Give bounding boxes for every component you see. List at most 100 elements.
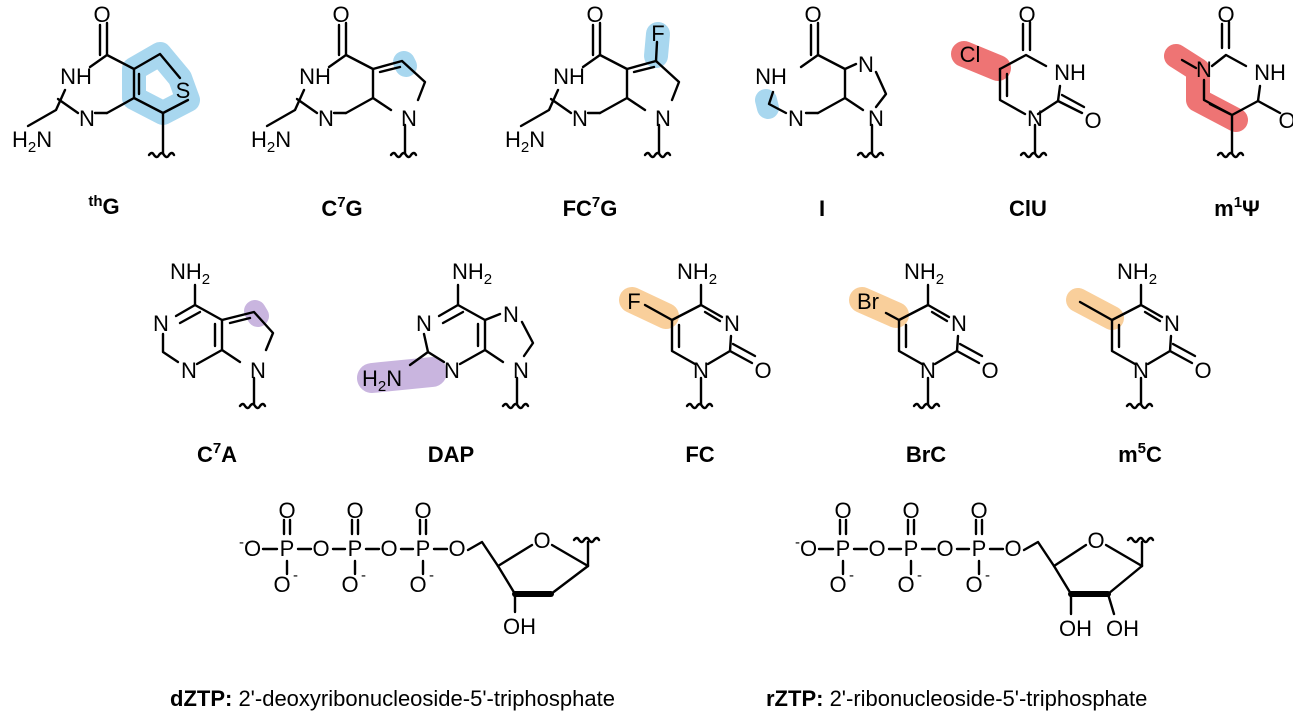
atom-nh2: NH2: [170, 259, 210, 288]
atom-o-ring: O: [1087, 528, 1104, 553]
atom-o1-top: O: [278, 498, 295, 523]
atom-n1: N: [920, 358, 936, 383]
atom-n: N: [788, 106, 804, 131]
atom-o2-neg: -: [361, 567, 366, 584]
atom-p3: P: [972, 536, 987, 561]
atom-n9: N: [655, 106, 671, 131]
atom-o2: O: [981, 358, 998, 383]
atom-nh2: NH2: [904, 259, 944, 288]
atom-n3: N: [951, 311, 967, 336]
atom-n7: N: [503, 302, 519, 327]
atom-n3: N: [724, 311, 740, 336]
label-i: I: [819, 196, 825, 221]
atom-o1-bottom: O: [829, 572, 846, 597]
atom-n3: N: [181, 358, 197, 383]
atom-n3: N: [444, 358, 460, 383]
structure-dztp: -O P O O - O P O O - O P O O - O: [170, 498, 615, 711]
atom-o3-neg: -: [429, 567, 434, 584]
atom-o: O: [1018, 2, 1035, 27]
atom-h2n: H2N: [505, 127, 545, 156]
atom-n9: N: [868, 106, 884, 131]
atom-o1-top: O: [834, 498, 851, 523]
atom-nh2: NH2: [677, 259, 717, 288]
structure-rztp: -O P O O - O P O O - O P O O - O: [766, 498, 1155, 711]
atom-oh3: OH: [1059, 616, 1092, 641]
atom-o: O: [1217, 2, 1234, 27]
structure-brc: NH2 Br N N O BrC: [849, 259, 999, 467]
atom-o-bridge2: O: [380, 536, 397, 561]
atom-o4: O: [1278, 108, 1293, 133]
label-brc: BrC: [906, 442, 946, 467]
atom-o3-top: O: [414, 498, 431, 523]
atom-n9: N: [513, 358, 529, 383]
atom-o-bridge1: O: [868, 536, 885, 561]
atom-n: N: [79, 106, 95, 131]
structure-dap: NH2 N N N N H2N DAP: [357, 259, 535, 467]
atom-o: O: [804, 2, 821, 27]
atom-h2n: H2N: [12, 127, 52, 156]
label-c7a: C7A: [197, 440, 237, 467]
atom-nh: NH: [553, 64, 585, 89]
atom-n1: N: [416, 311, 432, 336]
atom-o: O: [93, 2, 110, 27]
atom-o2-bottom: O: [897, 572, 914, 597]
atom-nh: NH: [755, 64, 787, 89]
atom-o1-bottom: O: [273, 572, 290, 597]
atom-n: N: [318, 106, 334, 131]
atom-o-bridge2: O: [936, 536, 953, 561]
label-dap: DAP: [428, 442, 474, 467]
atom-n9: N: [250, 358, 266, 383]
label-fc7g: FC7G: [563, 194, 618, 221]
atom-p1: P: [280, 536, 295, 561]
atom-h2n: H2N: [251, 127, 291, 156]
atom-oh3: OH: [503, 614, 536, 639]
highlight-br: [849, 287, 909, 328]
atom-o-neg: -O: [239, 534, 261, 561]
atom-nh2: NH2: [1117, 259, 1157, 288]
atom-n: N: [572, 106, 588, 131]
atom-o2: O: [1084, 108, 1101, 133]
label-m5c: m5C: [1118, 440, 1162, 467]
atom-o-neg: -O: [795, 534, 817, 561]
label-c7g: C7G: [321, 194, 362, 221]
atom-p2: P: [904, 536, 919, 561]
atom-o1-neg: -: [293, 567, 298, 584]
atom-o3-neg: -: [985, 567, 990, 584]
atom-o-ring: O: [533, 528, 550, 553]
atom-o3-bottom: O: [409, 572, 426, 597]
atom-o5: O: [448, 536, 465, 561]
atom-p2: P: [348, 536, 363, 561]
atom-n1: N: [153, 311, 169, 336]
label-clu: ClU: [1009, 196, 1047, 221]
atom-o2-bottom: O: [341, 572, 358, 597]
atom-o5: O: [1004, 536, 1021, 561]
atom-o2-neg: -: [917, 567, 922, 584]
atom-h2n: H2N: [362, 366, 402, 395]
atom-o: O: [332, 2, 349, 27]
label-thg: thG: [88, 193, 119, 219]
highlight-cl: [951, 41, 1011, 81]
atom-n1: N: [693, 358, 709, 383]
atom-f: F: [627, 289, 640, 314]
highlight-c2: [755, 89, 779, 119]
structure-c7a: NH2 N N N C7A: [153, 259, 275, 467]
structure-clu: O NH N O Cl ClU: [951, 2, 1102, 221]
atom-o2-top: O: [902, 498, 919, 523]
structure-fc: NH2 F N N O FC: [619, 259, 772, 467]
label-fc: FC: [685, 442, 714, 467]
structure-m5c: NH2 N N O m5C: [1066, 259, 1212, 467]
structure-m1psi: O N NH O m1Ψ: [1164, 2, 1293, 221]
atom-p3: P: [416, 536, 431, 561]
atom-o3-top: O: [970, 498, 987, 523]
atom-o2: O: [1194, 358, 1211, 383]
caption-rztp: rZTP: 2'-ribonucleoside-5'-triphosphate: [766, 686, 1147, 711]
caption-dztp: dZTP: 2'-deoxyribonucleoside-5'-triphosp…: [170, 686, 615, 711]
atom-n7: N: [858, 52, 874, 77]
atom-n3: N: [1164, 311, 1180, 336]
structure-c7g: O NH N N H2N C7G: [251, 2, 427, 221]
atom-o3-bottom: O: [965, 572, 982, 597]
structure-thg: O NH N S H2N thG: [12, 2, 200, 219]
atom-n1: N: [1196, 57, 1212, 82]
atom-nh2: NH2: [452, 259, 492, 288]
